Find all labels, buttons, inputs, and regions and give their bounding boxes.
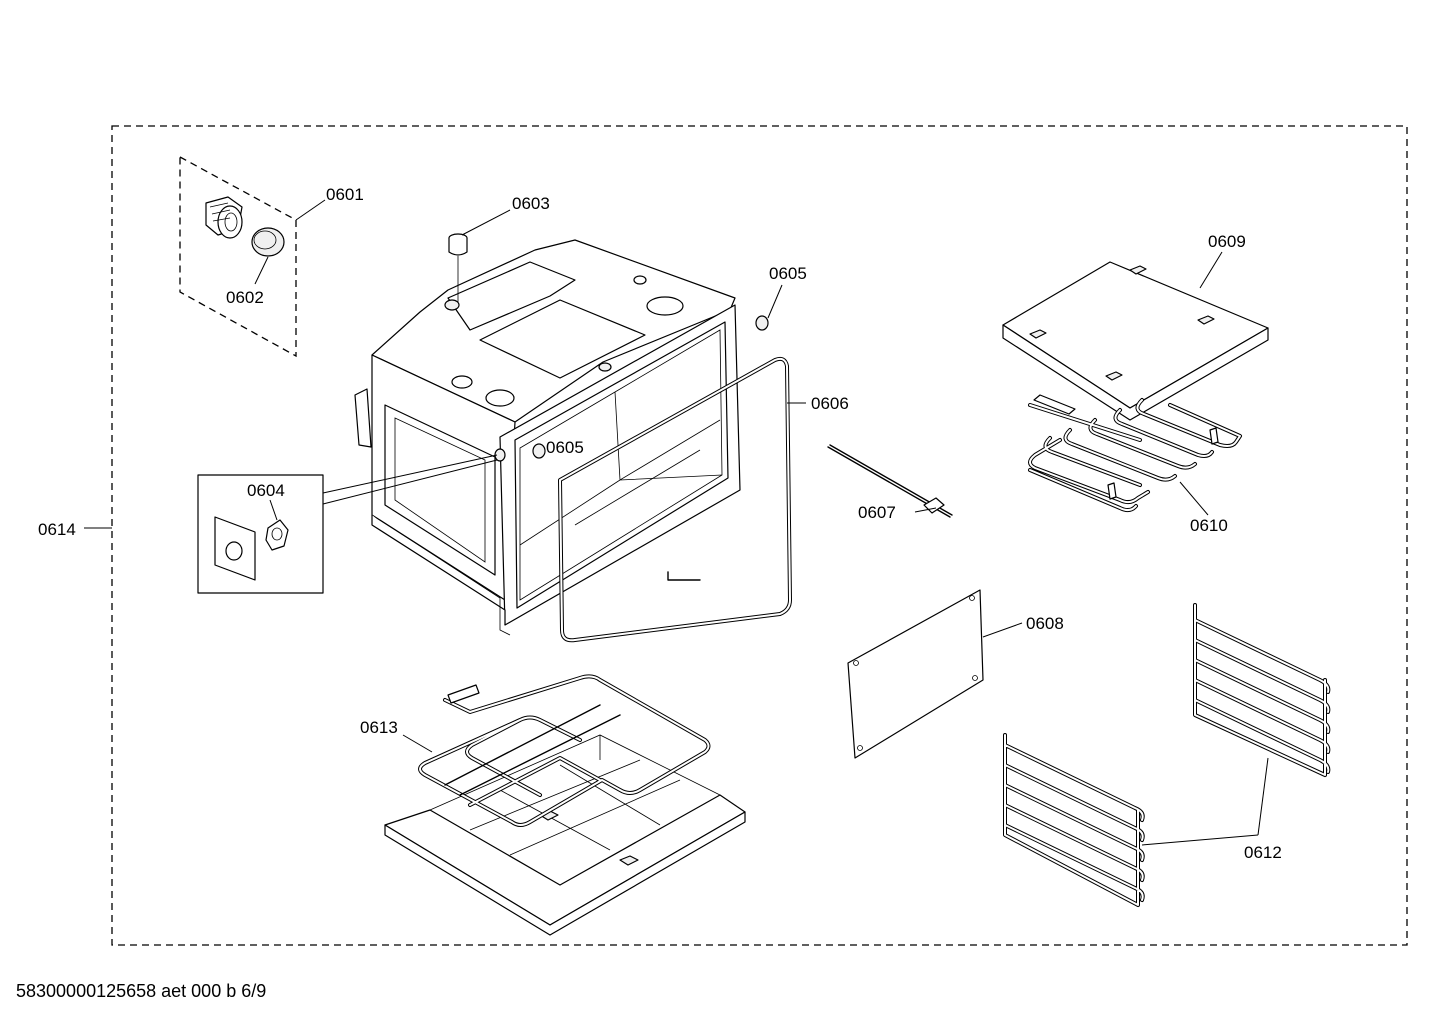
document-code: 58300000125658 aet 000 b 6/9 <box>16 981 267 1001</box>
assembly-boundary-0614 <box>111 125 1408 946</box>
shelf-support-right-part-0612 <box>1193 603 1331 777</box>
lamp-group <box>179 156 297 358</box>
detail-inset-0604 <box>197 454 498 594</box>
callout-0613: 0613 <box>360 718 398 737</box>
rear-panel-part-0608 <box>847 589 984 759</box>
callout-0606: 0606 <box>811 394 849 413</box>
shelf-support-left-part-0612 <box>1003 733 1145 907</box>
leader-lines <box>84 199 1269 846</box>
callout-0614: 0614 <box>38 520 76 539</box>
callout-0612: 0612 <box>1244 843 1282 862</box>
callout-0605-front: 0605 <box>546 438 584 457</box>
callout-0610: 0610 <box>1190 516 1228 535</box>
heating-element-part-0610 <box>1028 394 1242 513</box>
callout-0609: 0609 <box>1208 232 1246 251</box>
lamp-group-boundary <box>179 156 297 358</box>
callout-0604: 0604 <box>247 481 285 500</box>
bottom-tray <box>384 734 746 936</box>
door-seal-part-0606 <box>558 356 792 643</box>
callout-0605-top: 0605 <box>769 264 807 283</box>
lamp-cover-part-0602 <box>251 227 285 257</box>
callout-0601: 0601 <box>326 185 364 204</box>
callout-0602: 0602 <box>226 288 264 307</box>
sensor-part-0603 <box>448 233 468 302</box>
bottom-heating-element-part-0613 <box>418 674 711 827</box>
lamp-socket-part-0601 <box>205 196 243 239</box>
screw-part-0605-front <box>532 443 546 459</box>
cover-plate-part-0609 <box>1002 261 1269 421</box>
callout-0607: 0607 <box>858 503 896 522</box>
callout-0603: 0603 <box>512 194 550 213</box>
oven-cavity <box>354 239 741 636</box>
callout-0608: 0608 <box>1026 614 1064 633</box>
screw-part-0605-top <box>755 315 769 331</box>
